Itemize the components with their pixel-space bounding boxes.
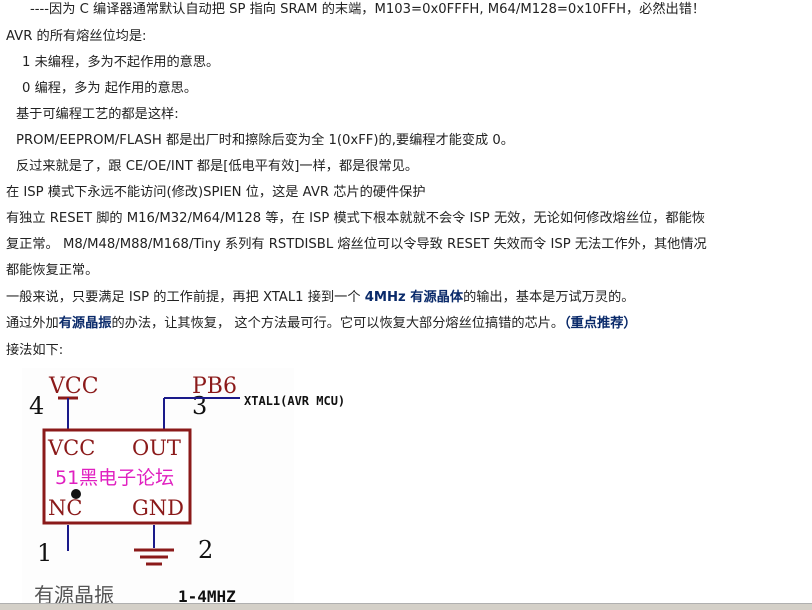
xtal-text-pre: 一般来说，只要满足 ISP 的工作前提，再把 XTAL1 接到一个 (6, 290, 365, 305)
text-line-reset-3: 都能恢复正常。 (6, 263, 99, 278)
pin3-number: 3 (192, 392, 207, 420)
oscillator-chip-body (42, 428, 192, 525)
pin1-marker-dot (71, 489, 81, 499)
pb6-label: PB6 (192, 374, 237, 399)
chip-vcc-label: VCC (47, 436, 95, 460)
forum-watermark: 51黑电子论坛 (55, 467, 174, 489)
xtal-text-bold: 4MHz 有源晶体 (364, 290, 464, 305)
recommend-label: （重点推荐） (564, 316, 637, 331)
frequency-label: 1-4MHZ (178, 587, 236, 606)
text-line-reset-2: 复正常。 M8/M48/M88/M168/Tiny 系列有 RSTDISBL 熔… (6, 237, 707, 252)
text-line-oscillator: 通过外加有源晶振的办法，让其恢复， 这个方法最可行。它可以恢复大部分熔丝位搞错的… (6, 316, 637, 332)
window-bottom-edge (0, 603, 812, 610)
xtal1-label: XTAL1(AVR MCU) (244, 394, 345, 408)
text-line-reset-1: 有独立 RESET 脚的 M16/M32/M64/M128 等，在 ISP 模式… (6, 211, 705, 226)
text-line-spien: 在 ISP 模式下永远不能访问(修改)SPIEN 位，这是 AVR 芯片的硬件保… (6, 185, 426, 200)
oscillator-wiring-diagram: VCC 4 PB6 3 XTAL1(AVR MCU) VCC OUT 51黑电子… (22, 368, 345, 610)
osc-text-post: 的办法，让其恢复， 这个方法最可行。它可以恢复大部分熔丝位搞错的芯片。 (111, 316, 565, 331)
chip-out-label: OUT (132, 436, 181, 460)
text-line-process-based: 基于可编程工艺的都是这样: (16, 107, 179, 122)
pin4-number: 4 (29, 392, 44, 420)
vcc-top-label: VCC (48, 374, 99, 399)
text-line-xtal1: 一般来说，只要满足 ISP 的工作前提，再把 XTAL1 接到一个 4MHz 有… (6, 290, 635, 306)
pin2-number: 2 (198, 536, 213, 564)
text-line-programmed: 0 编程，多为 起作用的意思。 (22, 81, 198, 96)
chip-nc-label: NC (48, 496, 82, 520)
chip-gnd-label: GND (132, 496, 184, 520)
xtal-text-post: 的输出，基本是万试万灵的。 (463, 290, 635, 305)
pin1-number: 1 (37, 539, 52, 567)
text-line-active-low: 反过来就是了，跟 CE/OE/INT 都是[低电平有效]一样，都是很常见。 (16, 159, 419, 174)
text-line-wiring: 接法如下: (6, 343, 64, 358)
text-line-fuse-intro: AVR 的所有熔丝位均是: (6, 29, 147, 44)
osc-text-pre: 通过外加 (6, 316, 59, 331)
osc-text-bold: 有源晶振 (58, 316, 112, 331)
text-line-sp-note: ----因为 C 编译器通常默认自动把 SP 指向 SRAM 的末端，M103=… (30, 2, 706, 17)
text-line-prom-flash: PROM/EEPROM/FLASH 都是出厂时和擦除后变为全 1(0xFF)的,… (16, 133, 514, 148)
text-line-unprogrammed: 1 未编程，多为不起作用的意思。 (22, 55, 220, 70)
